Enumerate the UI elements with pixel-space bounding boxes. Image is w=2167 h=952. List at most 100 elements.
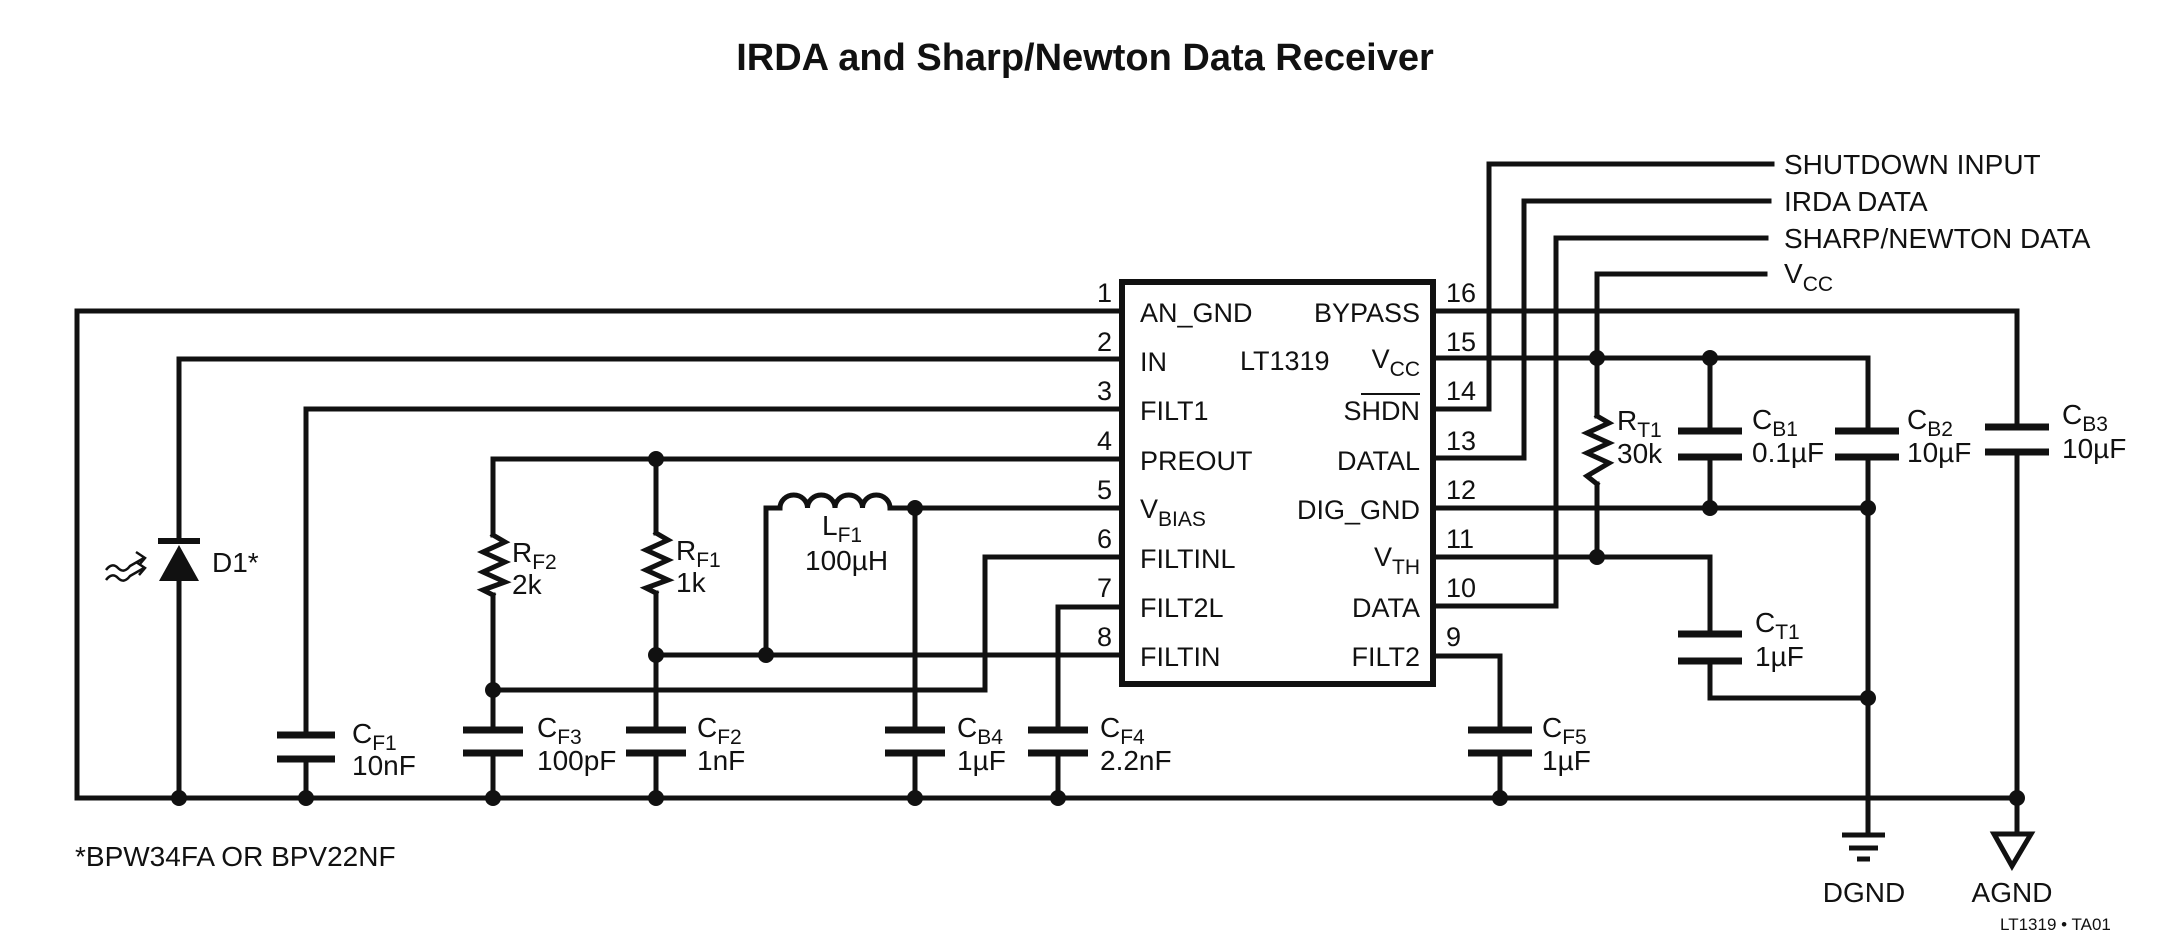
figure-id: LT1319 • TA01: [2000, 915, 2111, 934]
capacitor-cf3: CF3 100pF: [463, 712, 616, 776]
pin-13: 13 DATAL: [1337, 426, 1476, 476]
cf5-ref: CF5: [1542, 712, 1587, 749]
junction-dot: [907, 500, 923, 516]
rt1-value: 30k: [1617, 438, 1663, 469]
cb2-value: 10µF: [1907, 437, 1971, 468]
pin-6: 6 FILTINL: [1097, 524, 1236, 574]
port-sharp-newton-data: SHARP/NEWTON DATA: [1784, 223, 2091, 254]
junction-dot: [648, 790, 664, 806]
cf5-value: 1µF: [1542, 745, 1591, 776]
wire-preout: [490, 456, 1125, 538]
dgnd-label: DGND: [1823, 877, 1905, 908]
ic-left-pins: 1 AN_GND 2 IN 3 FILT1 4 PREOUT 5 VBIAS 6…: [1097, 278, 1253, 672]
pin-name: FILT1: [1140, 396, 1209, 426]
photodiode-d1: D1*: [105, 538, 259, 582]
agnd-rail: [74, 308, 2015, 801]
cf1-value: 10nF: [352, 750, 416, 781]
pin-name: DATAL: [1337, 446, 1420, 476]
capacitor-cb4: CB4 1µF: [885, 712, 1006, 776]
pin-number: 1: [1097, 278, 1112, 308]
pin-2: 2 IN: [1097, 327, 1167, 377]
pin-name: FILTIN: [1140, 642, 1221, 672]
pin-number: 3: [1097, 376, 1112, 406]
lf1-value: 100µH: [805, 545, 888, 576]
pin-14: 14 SHDN: [1343, 376, 1476, 426]
pin-number: 11: [1446, 524, 1474, 554]
pin-4: 4 PREOUT: [1097, 426, 1253, 476]
junction-dot: [1702, 500, 1718, 516]
junction-dot: [298, 790, 314, 806]
inductor-lf1: LF1 100µH: [777, 492, 893, 576]
wire-bypass: [1430, 308, 2020, 430]
cb1-value: 0.1µF: [1752, 437, 1824, 468]
cb4-value: 1µF: [957, 745, 1006, 776]
junction-dot: [2009, 790, 2025, 806]
pin-name: AN_GND: [1140, 298, 1253, 328]
junction-dot: [907, 790, 923, 806]
capacitor-ct1: CT1 1µF: [1678, 607, 1804, 672]
capacitor-cb1: CB1 0.1µF: [1678, 404, 1824, 468]
wire-vth: [1430, 554, 1713, 637]
junction-dot: [1589, 350, 1605, 366]
pin-number: 12: [1446, 475, 1476, 505]
pin-name: DATA: [1352, 593, 1420, 623]
cf3-value: 100pF: [537, 745, 616, 776]
wire-filt1: [303, 406, 1125, 738]
capacitor-cb3: CB3 10µF: [1985, 399, 2126, 464]
junction-dot: [1860, 690, 1876, 706]
port-labels: SHUTDOWN INPUT IRDA DATA SHARP/NEWTON DA…: [1784, 149, 2091, 296]
cb3-value: 10µF: [2062, 433, 2126, 464]
pin-name: VTH: [1374, 542, 1420, 579]
diagram-title: IRDA and Sharp/Newton Data Receiver: [736, 37, 1434, 79]
junction-dot: [1702, 350, 1718, 366]
capacitor-cf4: CF4 2.2nF: [1028, 712, 1172, 776]
cf4-ref: CF4: [1100, 712, 1145, 749]
junction-dot: [485, 682, 501, 698]
capacitor-cf2: CF2 1nF: [626, 712, 745, 776]
wire-filt2l: [1055, 604, 1125, 733]
cf2-ref: CF2: [697, 712, 742, 749]
junction-dot: [1492, 790, 1508, 806]
pin-number: 13: [1446, 426, 1476, 456]
pin-number: 10: [1446, 573, 1476, 603]
ic-right-pins: 16 BYPASS 15 VCC 14 SHDN 13 DATAL 12 DIG…: [1297, 278, 1476, 672]
pin-number: 6: [1097, 524, 1112, 554]
pin-5: 5 VBIAS: [1097, 475, 1206, 531]
pin-number: 8: [1097, 622, 1112, 652]
junction-dot: [758, 647, 774, 663]
resistor-rf1: RF1 1k: [639, 529, 721, 598]
pin-name: IN: [1140, 347, 1167, 377]
pin-11: 11 VTH: [1374, 524, 1474, 579]
pin-name: VBIAS: [1140, 494, 1206, 531]
agnd-label: AGND: [1972, 877, 2053, 908]
wire-vcc-port: [1594, 271, 1768, 419]
port-shutdown-input: SHUTDOWN INPUT: [1784, 149, 2041, 180]
cf2-value: 1nF: [697, 745, 745, 776]
pin-number: 7: [1097, 573, 1112, 603]
pin-name: VCC: [1372, 344, 1420, 381]
pin-16: 16 BYPASS: [1314, 278, 1476, 328]
rf1-ref: RF1: [676, 535, 721, 572]
agnd-symbol: AGND: [1972, 831, 2053, 908]
junction-dot: [648, 647, 664, 663]
wire-filt2: [1430, 653, 1503, 733]
pin-number: 14: [1446, 376, 1476, 406]
ic-lt1319: LT1319: [1119, 279, 1436, 687]
pin-number: 9: [1446, 622, 1461, 652]
rf2-ref: RF2: [512, 537, 557, 574]
capacitor-cf5: CF5 1µF: [1468, 712, 1591, 776]
junction-dot: [1589, 549, 1605, 565]
d1-label: D1*: [212, 547, 259, 578]
pin-number: 15: [1446, 327, 1476, 357]
rf1-value: 1k: [676, 567, 707, 598]
pin-name: FILTINL: [1140, 544, 1236, 574]
junction-dot: [485, 790, 501, 806]
pin-name: BYPASS: [1314, 298, 1420, 328]
pin-number: 16: [1446, 278, 1476, 308]
ct1-value: 1µF: [1755, 641, 1804, 672]
pin-7: 7 FILT2L: [1097, 573, 1224, 623]
wire-lf1-left: [763, 505, 783, 658]
wire-filtinl: [490, 554, 1125, 693]
rt1-ref: RT1: [1617, 405, 1662, 442]
